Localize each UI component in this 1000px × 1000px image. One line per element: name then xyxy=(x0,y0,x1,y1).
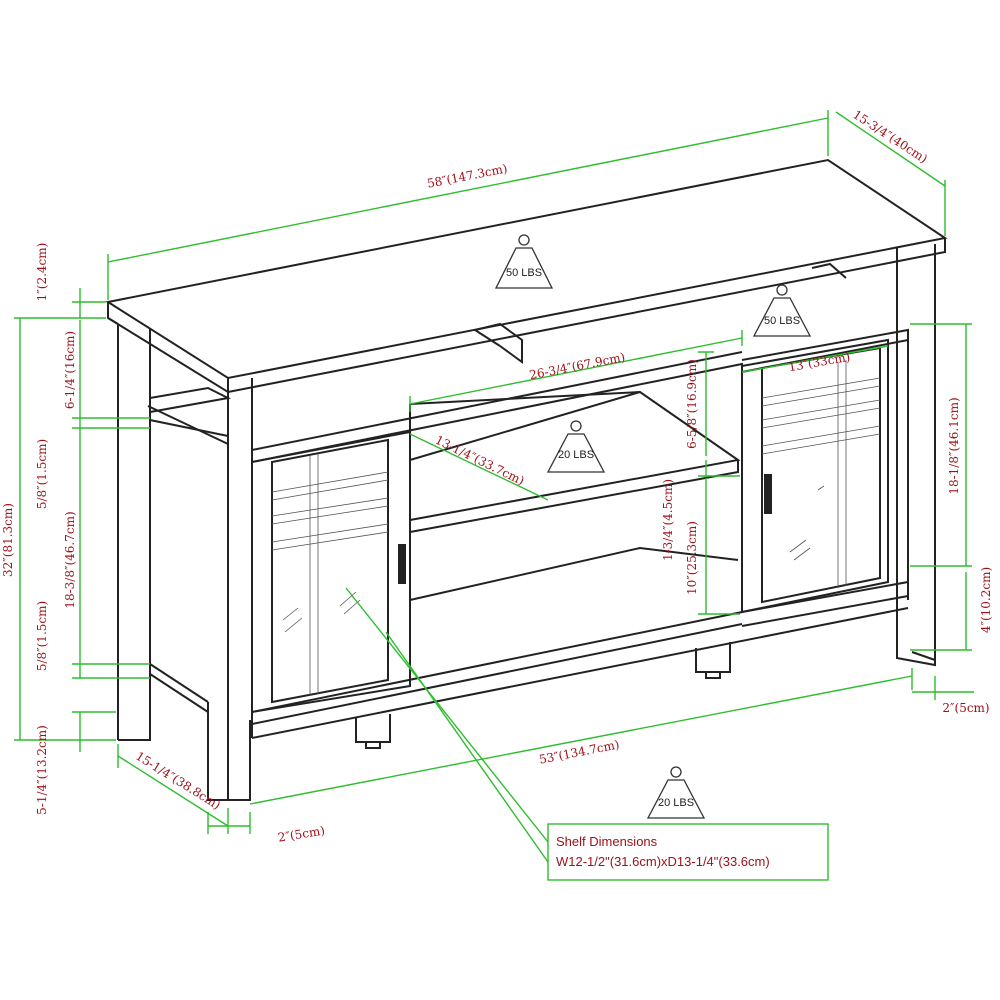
shelf-note-detail: W12-1/2"(31.6cm)xD13-1/4"(33.6cm) xyxy=(556,854,770,869)
tabletop-front-edge xyxy=(107,302,229,394)
dim-height-total: 32″(81.3cm) xyxy=(1,503,15,577)
weight-label-bottom: 20 LBS xyxy=(658,797,694,809)
center-leg-left xyxy=(355,714,391,743)
dim-width-total: 58″(147.3cm) xyxy=(426,161,509,190)
weight-label-center-shelf: 20 LBS xyxy=(558,449,594,461)
dim-lower-opening-height: 10″(25.3cm) xyxy=(685,521,699,595)
dim-top-thickness: 1″(2.4cm) xyxy=(35,243,49,302)
dim-shelf-depth: 13-1/4″(33.7cm) xyxy=(433,433,527,488)
right-glass-door xyxy=(741,338,889,614)
dim-shelf-thickness-lower: 5/8″(1.5cm) xyxy=(35,601,49,671)
weight-icon-upper-shelf: 50 LBS xyxy=(752,284,812,337)
dim-top-gap: 6-1/4″(16cm) xyxy=(63,331,77,409)
dim-leg-height: 5-1/4″(13.2cm) xyxy=(35,725,49,815)
shelf-pointer-line xyxy=(345,587,549,843)
left-glass-door xyxy=(251,430,411,714)
dimension-lines xyxy=(14,110,974,881)
dim-leg-width-side: 2″(5cm) xyxy=(942,701,989,715)
dim-bottom-width: 53″(134.7cm) xyxy=(538,737,621,766)
shelf-note-title: Shelf Dimensions xyxy=(556,834,658,849)
dim-bottom-depth: 15-1/4″(38.8cm) xyxy=(133,749,223,812)
tv-stand-drawing xyxy=(105,158,948,801)
right-upper-shelf xyxy=(741,328,909,373)
shelf-dimensions-note: Shelf Dimensions W12-1/2"(31.6cm)xD13-1/… xyxy=(556,834,770,869)
left-front-leg xyxy=(207,702,251,801)
left-upper-shelf xyxy=(149,386,232,414)
dim-upper-opening-height: 6-5/8″(16.9cm) xyxy=(685,359,699,449)
weight-icon-bottom: 20 LBS xyxy=(646,766,706,819)
dim-shelf-thickness-center: 1-3/4″(4.5cm) xyxy=(661,479,675,561)
right-front-leg xyxy=(896,244,936,667)
left-door-handle xyxy=(398,544,406,584)
dim-depth-total: 15-3/4″(40cm) xyxy=(850,107,930,166)
center-leg-right xyxy=(695,642,731,673)
dim-shelf-thickness-upper: 5/8″(1.5cm) xyxy=(35,439,49,509)
dim-right-leg-height: 4″(10.2cm) xyxy=(979,567,993,633)
dim-leg-width-front: 2″(5cm) xyxy=(277,823,326,844)
weight-label-top: 50 LBS xyxy=(506,267,542,279)
weight-icon-center-shelf: 20 LBS xyxy=(546,420,606,473)
shelf-dimensions-box xyxy=(547,823,829,881)
weight-icon-top: 50 LBS xyxy=(494,234,554,289)
dim-cabinet-height: 18-3/8″(46.7cm) xyxy=(63,511,77,608)
right-door-handle xyxy=(764,474,772,514)
weight-label-upper-shelf: 50 LBS xyxy=(764,315,800,327)
dim-door-height: 18-1/8″(46.1cm) xyxy=(947,397,961,494)
dim-door-width: 13″(33cm) xyxy=(787,350,851,375)
